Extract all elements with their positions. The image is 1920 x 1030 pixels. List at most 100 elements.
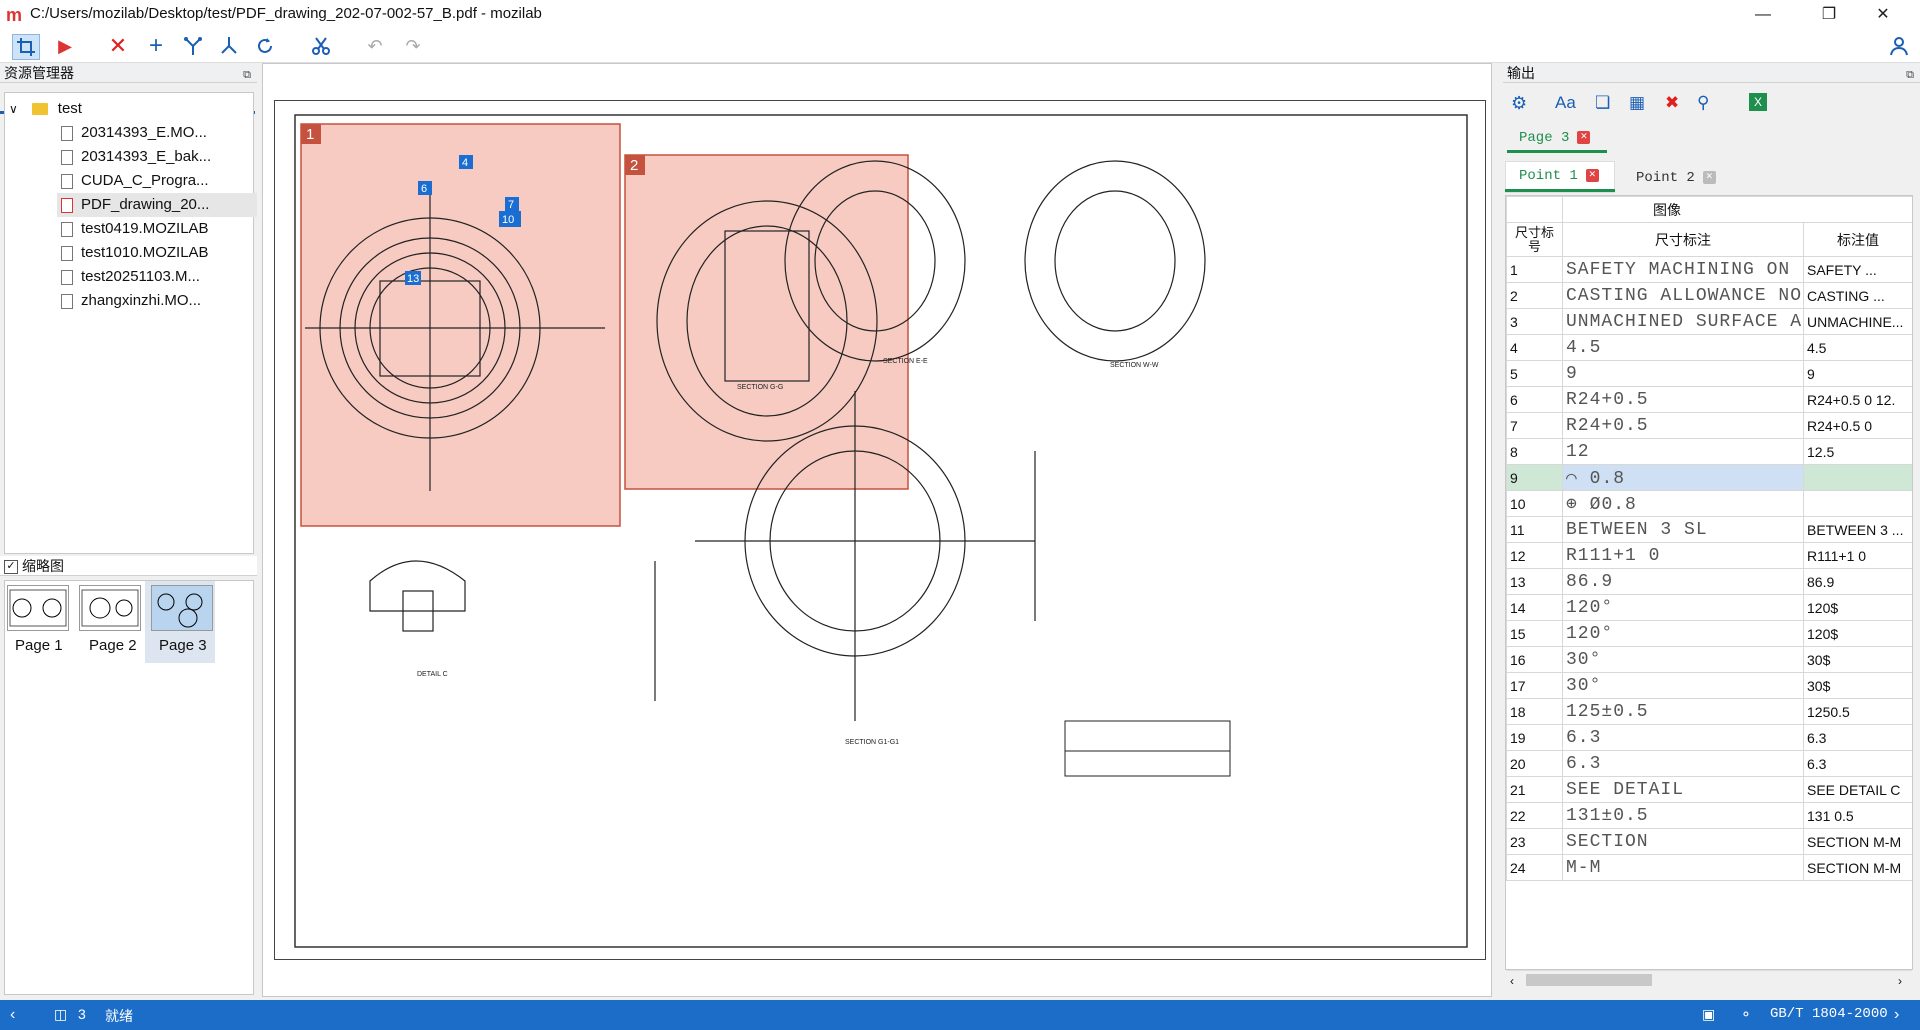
cell-dim-number[interactable]: 15 bbox=[1506, 620, 1563, 647]
cell-dim-value[interactable]: UNMACHINE... bbox=[1803, 308, 1912, 335]
cell-dim-image[interactable]: 125±0.5 bbox=[1562, 698, 1804, 725]
cell-dim-value[interactable]: 120$ bbox=[1803, 594, 1912, 621]
cell-dim-image[interactable]: SEE DETAIL bbox=[1562, 776, 1804, 803]
branch-button[interactable] bbox=[180, 34, 206, 58]
pin-icon[interactable]: ⧉ bbox=[243, 69, 251, 81]
cut-button[interactable] bbox=[308, 34, 334, 58]
cell-dim-number[interactable]: 20 bbox=[1506, 750, 1563, 777]
thumbnail-checkbox[interactable]: ✓ bbox=[4, 560, 18, 575]
tolerance-standard[interactable]: GB/T 1804-2000 bbox=[1770, 1006, 1888, 1022]
cell-dim-value[interactable] bbox=[1803, 490, 1912, 517]
thumb-page-1[interactable]: Page 1 bbox=[5, 581, 75, 661]
cell-dim-image[interactable]: 4.5 bbox=[1562, 334, 1804, 361]
cell-dim-value[interactable]: CASTING ... bbox=[1803, 282, 1912, 309]
image-icon[interactable]: ▣ bbox=[1702, 1006, 1716, 1022]
cell-dim-number[interactable]: 22 bbox=[1506, 802, 1563, 829]
clear-button[interactable]: ✖ bbox=[1665, 93, 1679, 113]
merge-button[interactable] bbox=[216, 34, 242, 58]
table-row[interactable]: 9⌒ 0.8 bbox=[1506, 464, 1912, 491]
tree-file[interactable]: test20251103.M... bbox=[61, 265, 200, 289]
cell-dim-number[interactable]: 17 bbox=[1506, 672, 1563, 699]
rotate-button[interactable] bbox=[252, 34, 278, 58]
tree-file[interactable]: test0419.MOZILAB bbox=[61, 217, 209, 241]
tree-file[interactable]: CUDA_C_Progra... bbox=[61, 169, 209, 193]
export-button[interactable]: ❏ bbox=[1595, 93, 1610, 113]
cell-dim-value[interactable]: R24+0.5 0 bbox=[1803, 412, 1912, 439]
tab-point-1-label[interactable]: Point 1✕ bbox=[1519, 168, 1599, 184]
cell-dim-number[interactable]: 19 bbox=[1506, 724, 1563, 751]
cell-dim-value[interactable]: 9 bbox=[1803, 360, 1912, 387]
edit-table-button[interactable]: ▦ bbox=[1629, 93, 1645, 113]
pin-icon[interactable]: ⧉ bbox=[1906, 69, 1914, 81]
cell-dim-image[interactable]: UNMACHINED SURFACE A bbox=[1562, 308, 1804, 335]
cell-dim-value[interactable]: SECTION M-M bbox=[1803, 854, 1912, 881]
cell-dim-image[interactable]: ⌒ 0.8 bbox=[1562, 464, 1804, 491]
cell-dim-value[interactable]: SEE DETAIL C bbox=[1803, 776, 1912, 803]
cell-dim-number[interactable]: 11 bbox=[1506, 516, 1563, 543]
cell-dim-number[interactable]: 21 bbox=[1506, 776, 1563, 803]
cell-dim-value[interactable] bbox=[1803, 464, 1912, 491]
chevron-down-icon[interactable]: ∨ bbox=[9, 102, 18, 116]
cell-dim-number[interactable]: 8 bbox=[1506, 438, 1563, 465]
cell-dim-number[interactable]: 14 bbox=[1506, 594, 1563, 621]
cell-dim-image[interactable]: CASTING ALLOWANCE NO bbox=[1562, 282, 1804, 309]
cell-dim-value[interactable]: 6.3 bbox=[1803, 724, 1912, 751]
search-button[interactable]: ⚲ bbox=[1697, 93, 1709, 113]
cell-dim-image[interactable]: 30° bbox=[1562, 672, 1804, 699]
cell-dim-image[interactable]: 86.9 bbox=[1562, 568, 1804, 595]
font-button[interactable]: Aa bbox=[1555, 93, 1576, 113]
cell-dim-value[interactable]: 12.5 bbox=[1803, 438, 1912, 465]
cell-dim-number[interactable]: 1 bbox=[1506, 256, 1563, 283]
cell-dim-image[interactable]: 6.3 bbox=[1562, 750, 1804, 777]
user-button[interactable] bbox=[1886, 34, 1912, 58]
horizontal-scrollbar[interactable]: ‹ › bbox=[1506, 970, 1912, 989]
cell-dim-value[interactable]: R24+0.5 0 12. bbox=[1803, 386, 1912, 413]
cell-dim-image[interactable]: M-M bbox=[1562, 854, 1804, 881]
collapse-icon[interactable]: ‹ bbox=[10, 1006, 16, 1023]
scroll-left-icon[interactable]: ‹ bbox=[1510, 974, 1514, 988]
cell-dim-number[interactable]: 3 bbox=[1506, 308, 1563, 335]
close-tab-icon[interactable]: ✕ bbox=[1577, 130, 1591, 144]
cell-dim-value[interactable]: 120$ bbox=[1803, 620, 1912, 647]
cell-dim-number[interactable]: 5 bbox=[1506, 360, 1563, 387]
cell-dim-image[interactable]: SAFETY MACHINING ON bbox=[1562, 256, 1804, 283]
redo-button[interactable]: ↷ bbox=[400, 34, 426, 58]
cell-dim-image[interactable]: R111+1 0 bbox=[1562, 542, 1804, 569]
add-point-button[interactable]: + bbox=[143, 34, 169, 58]
cell-dim-value[interactable]: R111+1 0 bbox=[1803, 542, 1912, 569]
cell-dim-value[interactable]: 30$ bbox=[1803, 672, 1912, 699]
tree-file[interactable]: zhangxinzhi.MO... bbox=[61, 289, 201, 313]
scrollbar-thumb[interactable] bbox=[1526, 974, 1652, 986]
cell-dim-value[interactable]: 1250.5 bbox=[1803, 698, 1912, 725]
tree-file[interactable]: test1010.MOZILAB bbox=[61, 241, 209, 265]
cell-dim-number[interactable]: 6 bbox=[1506, 386, 1563, 413]
table-row[interactable]: 10⊕ Ø0.8 bbox=[1506, 490, 1912, 517]
close-tab-icon[interactable]: ✕ bbox=[1702, 170, 1716, 184]
cell-dim-value[interactable]: SECTION M-M bbox=[1803, 828, 1912, 855]
cell-dim-number[interactable]: 13 bbox=[1506, 568, 1563, 595]
cell-dim-number[interactable]: 7 bbox=[1506, 412, 1563, 439]
tree-folder-test[interactable]: ∨test bbox=[9, 100, 82, 117]
cell-dim-number[interactable]: 4 bbox=[1506, 334, 1563, 361]
drawing-sheet[interactable]: 1 2 4 6 7 10 13 SECTION G-G SECTIO bbox=[274, 100, 1486, 960]
excel-export-button[interactable]: X bbox=[1749, 93, 1767, 111]
tree-file-selected[interactable]: PDF_drawing_20... bbox=[57, 193, 257, 217]
minimize-button[interactable]: — bbox=[1755, 6, 1771, 23]
cell-dim-value[interactable]: 30$ bbox=[1803, 646, 1912, 673]
cell-dim-image[interactable]: 6.3 bbox=[1562, 724, 1804, 751]
settings-button[interactable]: ⚙ bbox=[1511, 93, 1527, 114]
cell-dim-image[interactable]: 30° bbox=[1562, 646, 1804, 673]
